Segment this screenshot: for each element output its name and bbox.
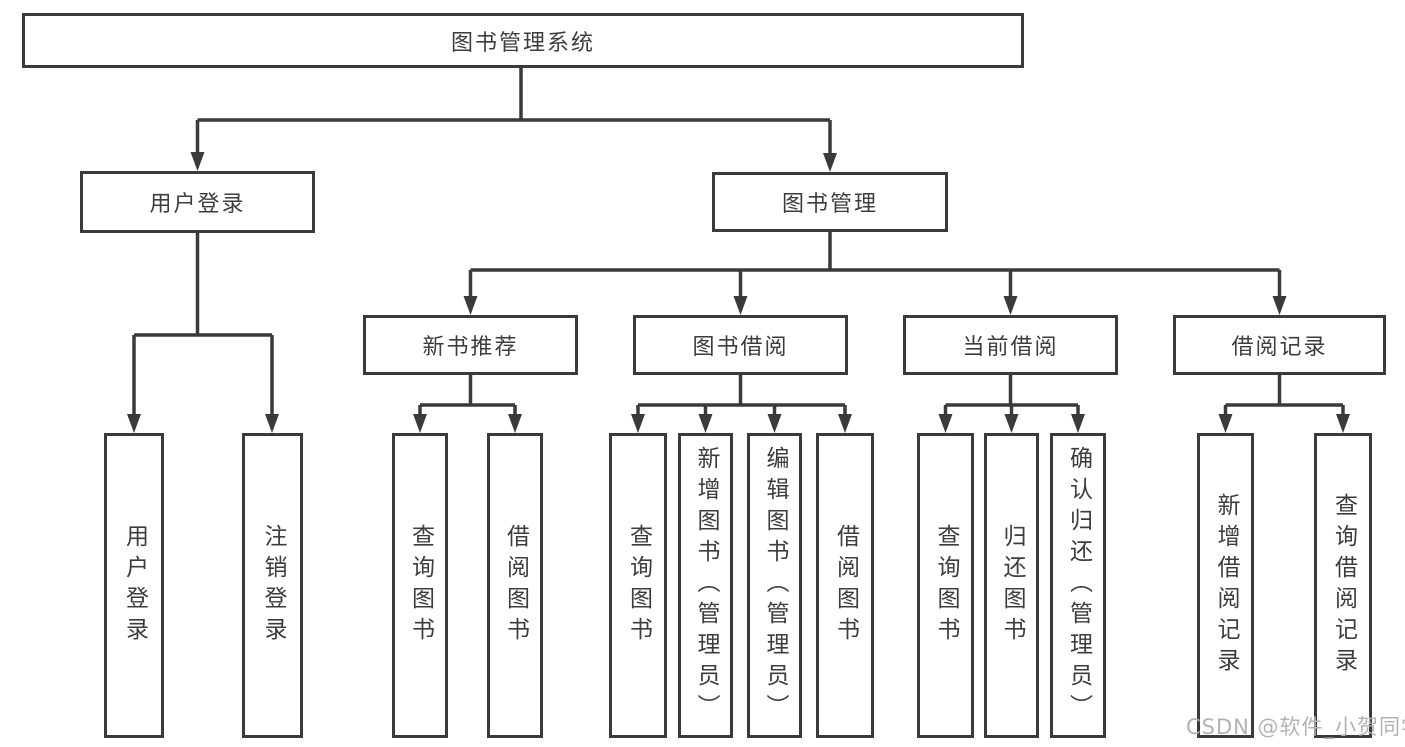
node-label: 确认归还（管理员） (1065, 446, 1092, 725)
node-label: 借阅图书 (832, 523, 859, 648)
leaf-bb-add-book-admin: 新增图书（管理员） (678, 433, 733, 738)
node-label: 查询图书 (625, 523, 652, 648)
node-label: 图书管理 (781, 192, 878, 217)
node-book-management: 图书管理 (712, 172, 948, 232)
node-label: 借阅图书 (502, 523, 529, 648)
node-label: 当前借阅 (962, 335, 1059, 360)
leaf-rec-query-book: 查询图书 (392, 433, 448, 738)
connector-book-borrow-branch (636, 375, 847, 416)
node-label: 归还图书 (999, 523, 1025, 648)
node-new-book-recommend: 新书推荐 (363, 315, 578, 375)
node-borrow-records: 借阅记录 (1173, 315, 1386, 375)
leaf-logout-login: 注销登录 (242, 433, 303, 738)
node-label: 注销登录 (260, 523, 286, 648)
node-label: 查询图书 (933, 523, 959, 648)
csdn-watermark: CSDN @软件_小贺同学 (1186, 715, 1405, 739)
connector-current-borrow-branch (943, 375, 1080, 416)
node-label: 用户登录 (149, 192, 246, 217)
node-label: 新书推荐 (422, 335, 519, 360)
leaf-br-query-borrow-record: 查询借阅记录 (1314, 433, 1372, 738)
node-book-borrow: 图书借阅 (633, 315, 848, 375)
node-label: 借阅记录 (1231, 335, 1328, 360)
leaf-bb-borrow-book: 借阅图书 (816, 433, 874, 738)
connector-root-to-level2 (195, 68, 832, 155)
leaf-bb-edit-book-admin: 编辑图书（管理员） (747, 433, 802, 738)
node-current-borrow: 当前借阅 (903, 315, 1118, 375)
leaf-bb-query-book: 查询图书 (609, 433, 667, 738)
node-label: 查询借阅记录 (1330, 492, 1357, 679)
connector-new-book-rec-branch (418, 375, 517, 416)
node-label: 图书管理系统 (450, 30, 595, 56)
node-label: 新增图书（管理员） (693, 446, 719, 725)
leaf-user-login: 用户登录 (104, 433, 164, 738)
connector-user-login-branch (132, 233, 274, 416)
connector-borrow-records-branch (1223, 375, 1345, 416)
leaf-br-add-borrow-record: 新增借阅记录 (1197, 433, 1254, 738)
node-label: 编辑图书（管理员） (762, 446, 788, 725)
leaf-cb-query-book: 查询图书 (917, 433, 974, 738)
node-label: 用户登录 (121, 523, 148, 648)
leaf-cb-return-book: 归还图书 (984, 433, 1039, 738)
node-label: 图书借阅 (692, 335, 789, 360)
leaf-rec-borrow-book: 借阅图书 (487, 433, 543, 738)
node-label: 查询图书 (407, 523, 434, 648)
node-root-library-system: 图书管理系统 (22, 13, 1024, 68)
connector-book-mgmt-branch (468, 232, 1282, 298)
node-user-login: 用户登录 (80, 171, 315, 233)
leaf-cb-confirm-return-admin: 确认归还（管理员） (1050, 433, 1106, 738)
node-label: 新增借阅记录 (1213, 492, 1239, 679)
